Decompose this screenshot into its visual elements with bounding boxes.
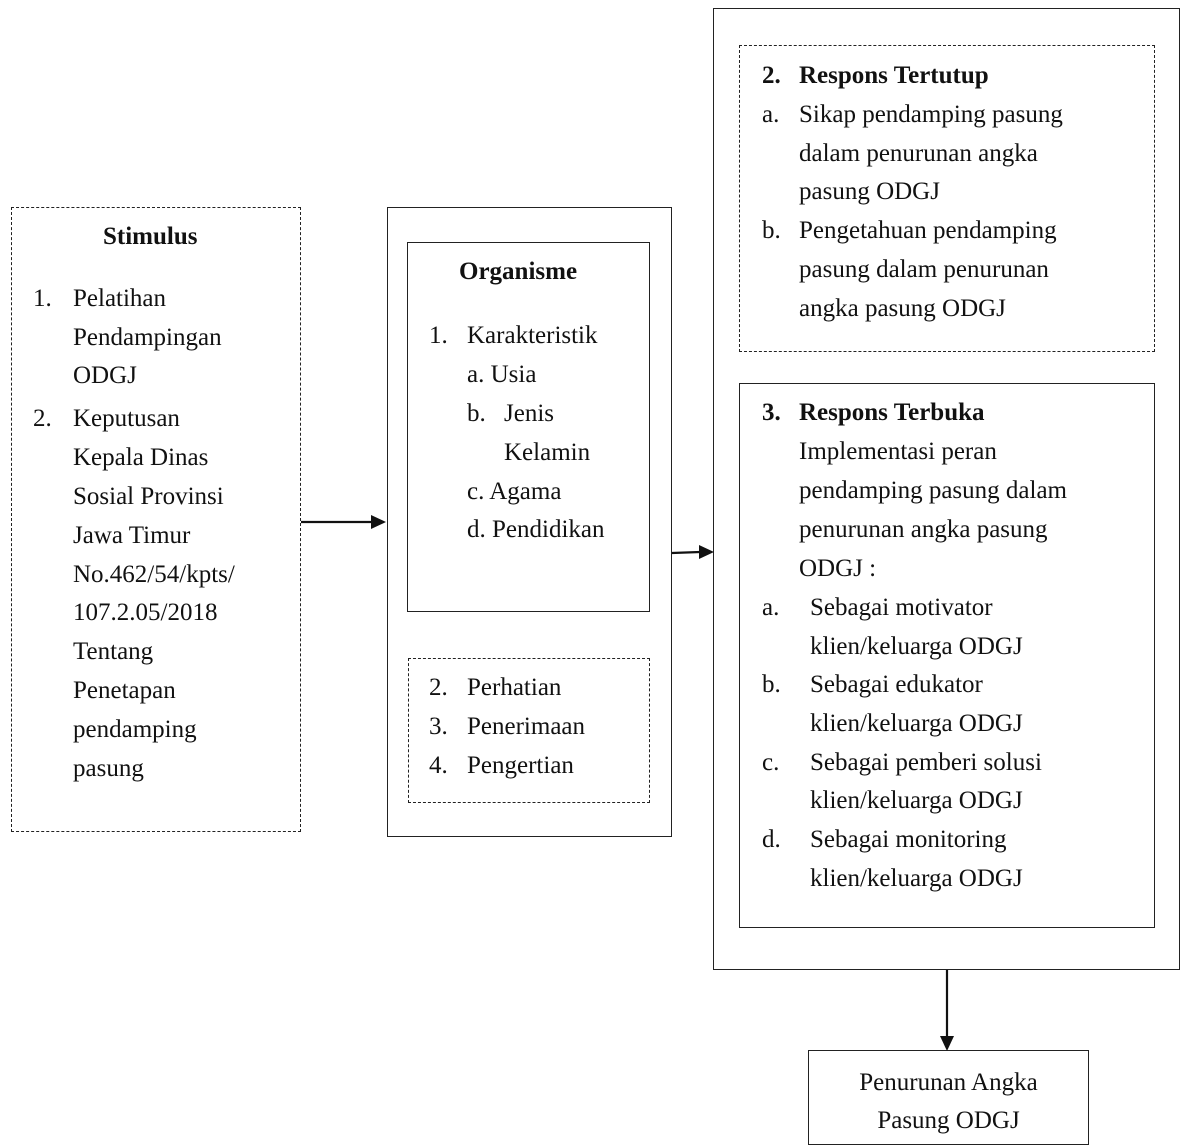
respons-tertutup-number: 2. <box>762 62 781 89</box>
respons-terbuka-item-line: Sebagai pemberi solusi <box>810 749 1042 776</box>
respons-terbuka-item-letter: a. <box>762 594 780 621</box>
arrow-organisme-to-response <box>671 545 714 559</box>
stimulus-item-2-line: Tentang <box>73 638 154 665</box>
karakteristik-box <box>407 242 650 612</box>
stimulus-item-1-line: Pendampingan <box>73 324 222 351</box>
respons-terbuka-title: Respons Terbuka <box>799 399 985 426</box>
organisme-item-label: Penerimaan <box>467 713 586 740</box>
respons-tertutup-a-line: Sikap pendamping pasung <box>799 101 1063 128</box>
arrow-stimulus-to-organisme <box>301 515 386 529</box>
organisme-item-number: 3. <box>429 713 448 740</box>
stimulus-item-2-line: pendamping <box>73 716 197 743</box>
arrow-response-to-outcome <box>940 970 954 1051</box>
respons-terbuka-item-letter: b. <box>762 671 781 698</box>
respons-terbuka-number: 3. <box>762 399 781 426</box>
respons-terbuka-intro-line: ODGJ : <box>799 555 877 582</box>
organisme-item-label: Perhatian <box>467 674 562 701</box>
respons-terbuka-item-line: Sebagai monitoring <box>810 826 1007 853</box>
karakteristik-jenis-letter: b. <box>467 400 486 427</box>
respons-terbuka-item-letter: c. <box>762 749 780 776</box>
respons-tertutup-b-letter: b. <box>762 217 781 244</box>
organisme-item-label: Pengertian <box>467 752 574 779</box>
stimulus-title: Stimulus <box>103 223 198 250</box>
stimulus-item-2-number: 2. <box>33 405 52 432</box>
organisme-item-number: 2. <box>429 674 448 701</box>
psychological-process-box <box>408 658 650 803</box>
stimulus-item-2-line: Keputusan <box>73 405 180 432</box>
karakteristik-pendidikan: d. Pendidikan <box>467 516 605 543</box>
respons-terbuka-item-line: klien/keluarga ODGJ <box>810 710 1023 737</box>
karakteristik-jenis: Jenis <box>504 400 554 427</box>
respons-terbuka-item-letter: d. <box>762 826 781 853</box>
karakteristik-number: 1. <box>429 322 448 349</box>
organisme-title: Organisme <box>459 258 578 285</box>
outcome-line: Pasung ODGJ <box>877 1107 1020 1134</box>
stimulus-item-2-line: Jawa Timur <box>73 522 191 549</box>
respons-tertutup-b-line: pasung dalam penurunan <box>799 256 1049 283</box>
respons-terbuka-item-line: Sebagai edukator <box>810 671 983 698</box>
karakteristik-usia: a. Usia <box>467 361 537 388</box>
stimulus-item-2-line: pasung <box>73 755 144 782</box>
outcome-line: Penurunan Angka <box>859 1069 1038 1096</box>
respons-terbuka-item-line: klien/keluarga ODGJ <box>810 633 1023 660</box>
respons-tertutup-box <box>739 45 1155 352</box>
stimulus-box <box>11 207 301 832</box>
respons-tertutup-b-line: angka pasung ODGJ <box>799 295 1006 322</box>
karakteristik-kelamin: Kelamin <box>504 439 591 466</box>
karakteristik-label: Karakteristik <box>467 322 598 349</box>
respons-tertutup-a-line: pasung ODGJ <box>799 178 940 205</box>
respons-tertutup-title: Respons Tertutup <box>799 62 989 89</box>
respons-tertutup-b-line: Pengetahuan pendamping <box>799 217 1057 244</box>
stimulus-item-2-line: No.462/54/kpts/ <box>73 561 235 588</box>
stimulus-item-2-line: 107.2.05/2018 <box>73 599 218 626</box>
respons-terbuka-intro-line: pendamping pasung dalam <box>799 477 1067 504</box>
respons-terbuka-intro-line: penurunan angka pasung <box>799 516 1048 543</box>
stimulus-item-2-line: Kepala Dinas <box>73 444 209 471</box>
respons-terbuka-box <box>739 383 1155 928</box>
organisme-item-number: 4. <box>429 752 448 779</box>
stimulus-item-1-number: 1. <box>33 285 52 312</box>
stimulus-item-1-line: ODGJ <box>73 362 137 389</box>
karakteristik-agama: c. Agama <box>467 478 562 505</box>
response-outer-box <box>713 8 1180 970</box>
stimulus-item-2-line: Sosial Provinsi <box>73 483 224 510</box>
stimulus-item-2-line: Penetapan <box>73 677 176 704</box>
respons-terbuka-intro-line: Implementasi peran <box>799 438 997 465</box>
organisme-outer-box <box>387 207 672 837</box>
respons-terbuka-item-line: Sebagai motivator <box>810 594 993 621</box>
respons-tertutup-a-line: dalam penurunan angka <box>799 140 1038 167</box>
respons-terbuka-item-line: klien/keluarga ODGJ <box>810 787 1023 814</box>
stimulus-item-1-line: Pelatihan <box>73 285 167 312</box>
respons-terbuka-item-line: klien/keluarga ODGJ <box>810 865 1023 892</box>
respons-tertutup-a-letter: a. <box>762 101 780 128</box>
